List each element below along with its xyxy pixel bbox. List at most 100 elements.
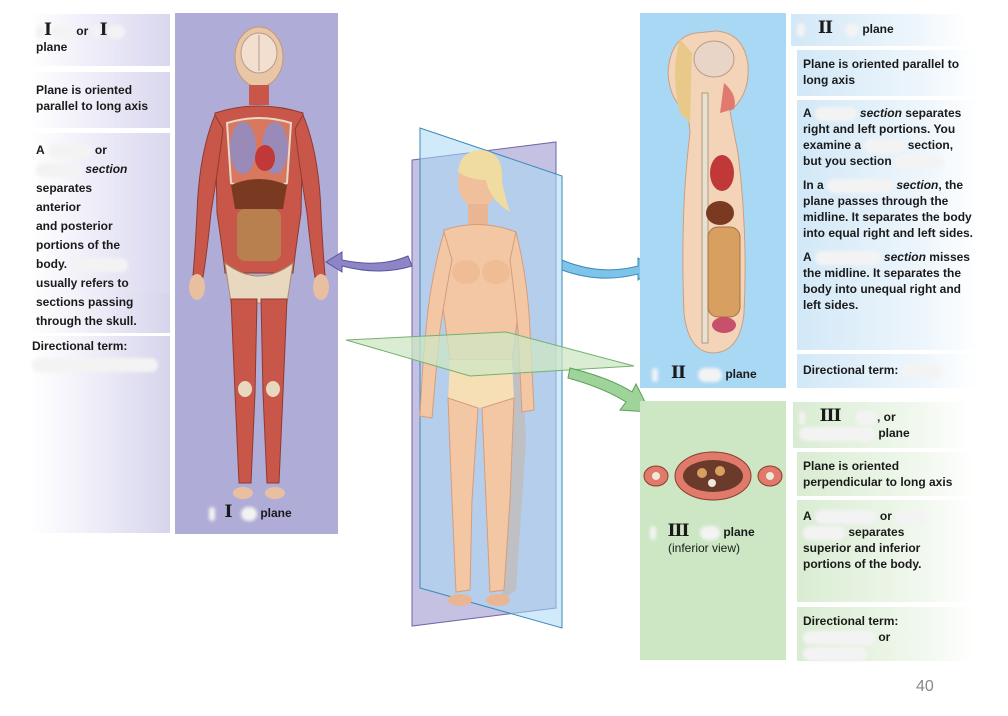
sagittal-mid-rest: , the plane passes through the midline. …: [803, 178, 974, 240]
transverse-directional-box: Directional term: or: [797, 607, 975, 661]
frontal-desc-tail-1: usually refers to: [36, 276, 129, 290]
redaction: [799, 426, 875, 441]
body-figure: [419, 150, 535, 606]
sagittal-title-plane: plane: [862, 22, 894, 36]
sagittal-para-rest: misses the midline. It separates the bod…: [803, 250, 970, 312]
sagittal-caption-plane: plane: [725, 367, 757, 381]
transverse-anatomy-figure: [643, 451, 783, 501]
frontal-desc-or: or: [94, 143, 107, 157]
frontal-anatomy-figure: [189, 26, 329, 499]
redaction: [106, 24, 125, 39]
frontal-desc-a: A: [36, 143, 45, 157]
redaction: [209, 506, 215, 521]
transverse-title-or: , or: [877, 410, 896, 424]
redaction: [855, 410, 877, 425]
frontal-caption-numeral: I: [224, 502, 233, 522]
frontal-desc-section: section: [85, 162, 128, 176]
frontal-numeral-2: I: [99, 20, 108, 40]
redaction: [50, 24, 73, 39]
transverse-orientation-box: Plane is oriented perpendicular to long …: [797, 452, 975, 496]
transverse-numeral: III: [819, 406, 842, 426]
redaction: [901, 363, 942, 378]
sagittal-section-a: A: [803, 106, 812, 120]
sagittal-section-rest-1: separates right and left portions. You e…: [803, 106, 962, 152]
redaction: [32, 358, 158, 372]
redaction: [814, 250, 881, 265]
page-number: 40: [916, 678, 934, 695]
redaction: [803, 646, 867, 661]
transverse-caption-view: (inferior view): [668, 541, 741, 555]
frontal-title-plane: plane: [36, 40, 68, 54]
sagittal-section-word: section: [859, 106, 902, 120]
redaction: [814, 106, 857, 121]
frontal-title-or: or: [76, 24, 89, 38]
sagittal-para-section: section: [883, 250, 926, 264]
redaction: [803, 630, 875, 645]
transverse-desc-rest: superior and inferior portions of the bo…: [803, 541, 922, 571]
frontal-directional: Directional term:: [32, 339, 128, 353]
sagittal-orientation: Plane is oriented parallel to long axis: [803, 57, 960, 87]
transverse-caption: III plane: [650, 521, 755, 541]
redaction: [698, 367, 722, 382]
transverse-directional: Directional term:: [803, 614, 899, 628]
sagittal-orientation-box: Plane is oriented parallel to long axis: [797, 50, 977, 96]
redaction: [845, 22, 859, 37]
redaction: [797, 22, 805, 37]
redaction: [652, 367, 658, 382]
sagittal-mid-section: section: [896, 178, 939, 192]
frontal-arrow: [325, 251, 413, 273]
frontal-orientation: Plane is oriented parallel to long axis: [36, 83, 149, 113]
frontal-desc-line-5: body.: [36, 257, 68, 271]
redaction: [803, 525, 845, 540]
redaction: [799, 410, 805, 425]
redaction: [47, 143, 92, 158]
transverse-arrow: [567, 367, 651, 413]
frontal-desc-line-1: separates: [36, 181, 93, 195]
frontal-caption-plane: plane: [260, 506, 292, 520]
redaction: [36, 24, 44, 39]
frontal-directional-box: Directional term:: [30, 336, 170, 533]
frontal-numeral: I: [44, 20, 52, 40]
redaction: [700, 525, 720, 540]
sagittal-description-box: A section separates right and left porti…: [797, 100, 979, 350]
sagittal-section-para: A section separates right and left porti…: [803, 105, 973, 169]
frontal-image-panel: I plane: [175, 13, 338, 534]
transverse-title-box: III , or plane: [793, 402, 969, 448]
sagittal-para-a: A: [803, 250, 812, 264]
transverse-image-panel: III plane (inferior view): [640, 401, 786, 660]
sagittal-midsagittal-para: In a section, the plane passes through t…: [803, 177, 973, 241]
sagittal-parasagittal-para: A section misses the midline. It separat…: [803, 249, 973, 313]
sagittal-section-rest-2: section, but you section: [803, 138, 954, 168]
sagittal-directional: Directional term:: [803, 363, 899, 377]
transverse-desc-separates: separates: [848, 525, 905, 539]
frontal-desc-tail-2: sections passing: [36, 295, 134, 309]
transverse-title-plane: plane: [878, 426, 910, 440]
transverse-desc-or: or: [879, 509, 892, 523]
frontal-desc-line-4: portions of the: [36, 238, 120, 252]
redaction: [241, 506, 257, 521]
frontal-caption: I plane: [209, 502, 292, 522]
frontal-desc-line-2: anterior: [36, 200, 81, 214]
redaction: [827, 178, 894, 193]
sagittal-caption: II plane: [652, 363, 757, 383]
redaction: [70, 257, 129, 272]
transverse-caption-numeral: III: [667, 521, 690, 541]
frontal-orientation-box: Plane is oriented parallel to long axis: [30, 72, 170, 128]
sagittal-title-box: II plane: [791, 14, 969, 46]
transverse-caption-plane: plane: [723, 525, 755, 539]
frontal-tail-box: sections passing through the skull.: [30, 293, 170, 333]
transverse-description-box: A or separates superior and inferior por…: [797, 500, 975, 602]
sagittal-image-panel: II plane: [640, 13, 786, 388]
redaction: [36, 162, 82, 177]
frontal-description-box: A or section separates anterior and post…: [30, 133, 170, 293]
transverse-desc-a: A: [803, 509, 812, 523]
redaction: [895, 154, 944, 169]
transverse-plane: [345, 331, 635, 377]
frontal-desc-tail-3: through the skull.: [36, 314, 137, 328]
transverse-orientation: Plane is oriented perpendicular to long …: [803, 459, 953, 489]
sagittal-anatomy-figure: [667, 30, 749, 354]
sagittal-directional-box: Directional term:: [797, 354, 977, 388]
center-planes-figure: [325, 127, 655, 629]
redaction: [650, 525, 656, 540]
transverse-directional-or: or: [878, 630, 891, 644]
